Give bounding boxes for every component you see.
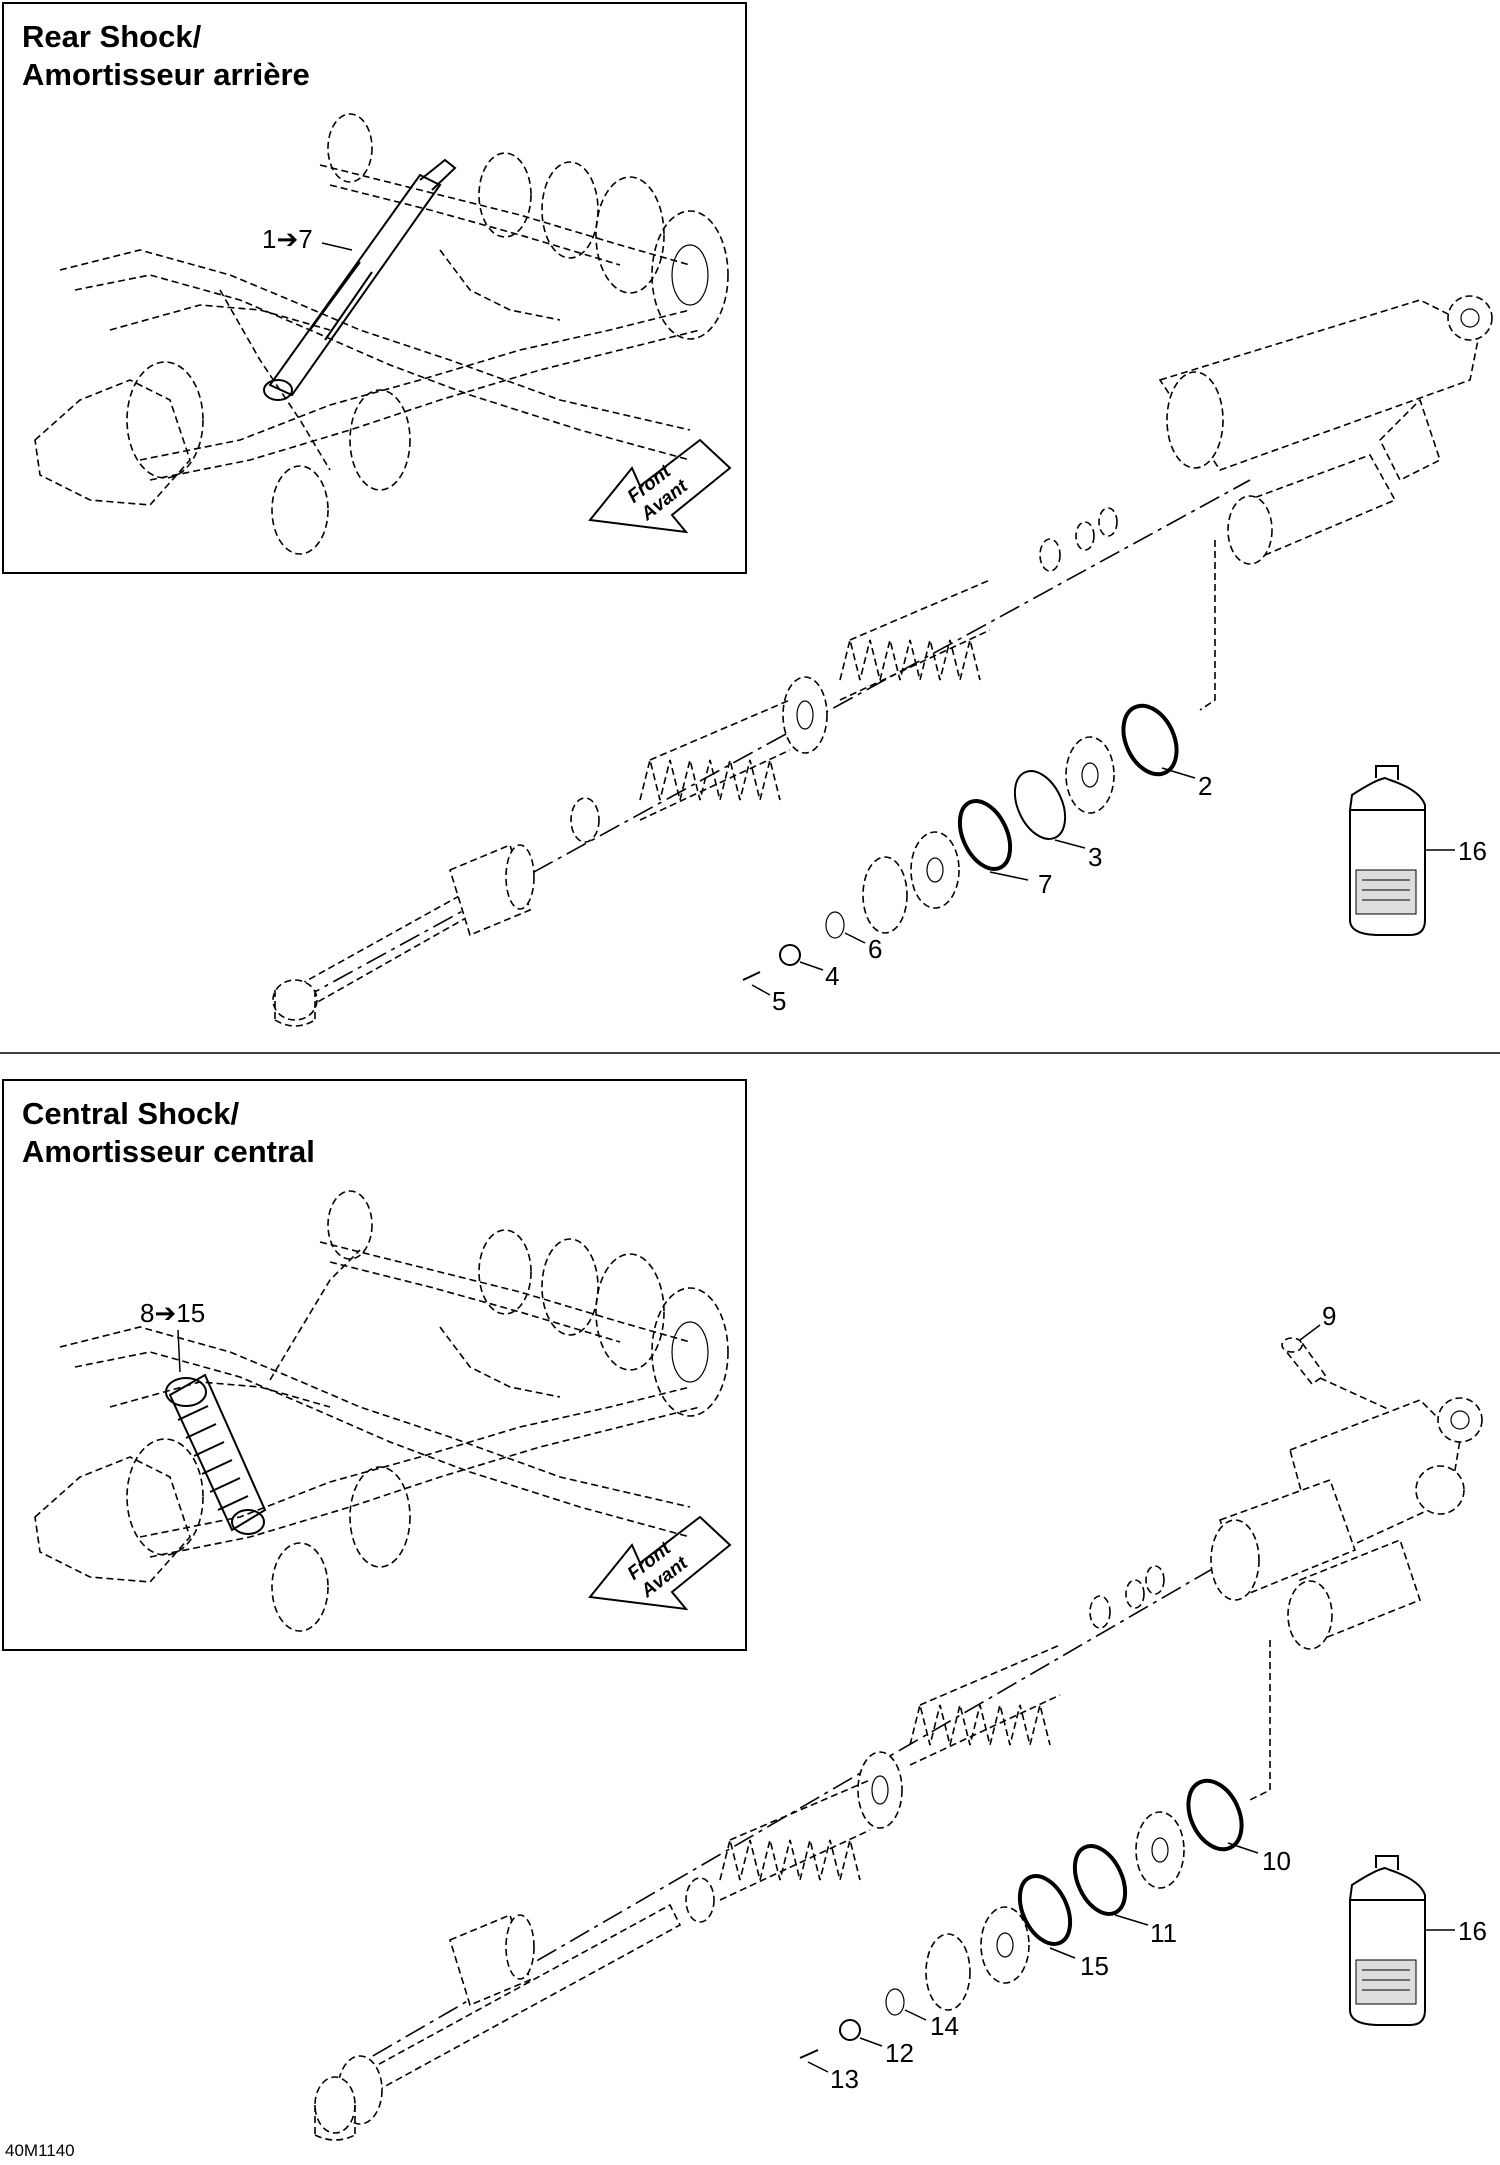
rear-shock-shaft bbox=[272, 843, 535, 1027]
central-o-ring-15 bbox=[1017, 1874, 1073, 1946]
central-shock-shaft bbox=[314, 1903, 682, 2141]
rear-o-ring-7 bbox=[957, 799, 1013, 871]
rear-shock-title-line2: Amortisseur arrière bbox=[22, 57, 310, 92]
central-shock-body bbox=[1210, 1397, 1483, 1801]
rear-oil-bottle-icon: 16 bbox=[1349, 765, 1487, 936]
central-spring-upper bbox=[909, 1644, 1061, 1766]
central-suspension-illustration: 8➔15 bbox=[34, 1190, 729, 1632]
callout-14: 14 bbox=[930, 2011, 959, 2041]
callout-7: 7 bbox=[1038, 869, 1052, 899]
rear-shock-axis bbox=[299, 479, 1251, 1001]
rear-shock-range-leader bbox=[321, 242, 353, 251]
central-shock-inset-frame bbox=[2, 1079, 747, 1651]
callout-5: 5 bbox=[772, 986, 786, 1016]
callout-2: 2 bbox=[1198, 771, 1212, 801]
central-front-arrow-icon: Front Avant bbox=[588, 1515, 732, 1611]
central-o-ring-11 bbox=[1072, 1844, 1128, 1916]
rear-spring-upper bbox=[839, 579, 991, 701]
rear-o-ring-2 bbox=[1121, 703, 1179, 777]
rear-shock-section: Rear Shock/ Amortisseur arrière bbox=[2, 2, 1493, 1027]
callout-3: 3 bbox=[1088, 842, 1102, 872]
rear-spring-lower bbox=[639, 699, 791, 821]
central-shock-range-label: 8➔15 bbox=[140, 1298, 205, 1328]
rear-piston-assembly bbox=[742, 736, 1115, 981]
rear-suspension-illustration: 1➔7 bbox=[34, 113, 729, 555]
rear-shock-range-label: 1➔7 bbox=[262, 224, 313, 254]
central-spring-lower bbox=[719, 1779, 871, 1901]
central-shock-title-line2: Amortisseur central bbox=[22, 1134, 315, 1169]
central-spring-retainer bbox=[857, 1751, 903, 1829]
central-shock-washers bbox=[1089, 1565, 1165, 1629]
central-piston-assembly bbox=[799, 1811, 1185, 2059]
callout-13: 13 bbox=[830, 2064, 859, 2094]
callout-4: 4 bbox=[825, 961, 839, 991]
callout-15: 15 bbox=[1080, 1951, 1109, 1981]
rear-shock-title-line1: Rear Shock/ bbox=[22, 19, 202, 54]
central-top-bolt: 9 bbox=[1281, 1301, 1391, 1411]
callout-16-bottom: 16 bbox=[1458, 1916, 1487, 1946]
central-oil-bottle-icon: 16 bbox=[1349, 1855, 1487, 2026]
central-shock-title-line1: Central Shock/ bbox=[22, 1096, 239, 1131]
callout-6: 6 bbox=[868, 934, 882, 964]
central-spacer-disc bbox=[685, 1877, 715, 1923]
callout-11: 11 bbox=[1150, 1918, 1177, 1948]
rear-spacer-disc bbox=[570, 797, 600, 843]
rear-shock-washers bbox=[1039, 507, 1118, 572]
callout-16-top: 16 bbox=[1458, 836, 1487, 866]
rear-callouts: 2 3 4 5 6 7 bbox=[751, 767, 1212, 1016]
callout-12: 12 bbox=[885, 2038, 914, 2068]
rear-shock-inset-frame bbox=[2, 2, 747, 574]
rear-front-arrow-icon: Front Avant bbox=[588, 438, 732, 534]
central-callouts: 10 11 12 13 14 15 bbox=[807, 1842, 1291, 2094]
rear-shock-body bbox=[1158, 295, 1493, 711]
drawing-code: 40M1140 bbox=[5, 2141, 75, 2160]
callout-9: 9 bbox=[1322, 1301, 1336, 1331]
callout-10: 10 bbox=[1262, 1846, 1291, 1876]
central-shock-section: Central Shock/ Amortisseur central bbox=[2, 1079, 1487, 2141]
rear-spring-retainer bbox=[782, 676, 828, 754]
central-o-ring-10 bbox=[1186, 1778, 1244, 1852]
central-shock-range-leader bbox=[177, 1329, 181, 1373]
rear-o-ring-3 bbox=[1013, 770, 1067, 840]
